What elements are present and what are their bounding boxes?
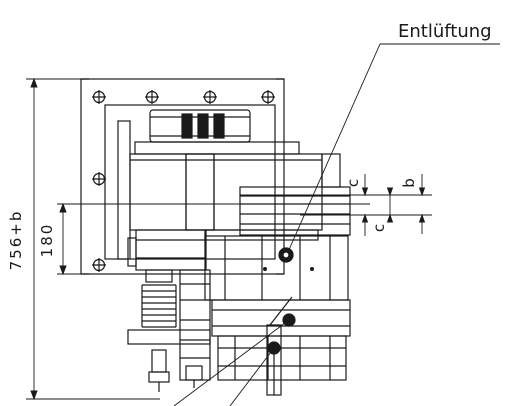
bottom-bolts — [148, 349, 203, 392]
vent-fitting — [266, 296, 296, 396]
dim-c-top-label: c — [344, 179, 362, 187]
gearbox — [204, 235, 349, 301]
mounting-plate — [80, 78, 285, 275]
vent-leader — [287, 43, 500, 253]
vent-label: Entlüftung — [398, 21, 492, 42]
motor-body — [129, 153, 323, 241]
dim-overall-height — [26, 77, 160, 401]
dim-c-b-c — [240, 174, 432, 236]
dim-b-label: b — [400, 178, 418, 188]
bottom-leaders — [173, 319, 290, 406]
spring — [141, 269, 177, 328]
dim-c-bottom-label: c — [370, 224, 388, 232]
dim-offset — [57, 202, 370, 276]
overall-height-label: 756+b — [7, 210, 25, 271]
offset-label: 180 — [38, 223, 56, 258]
right-housing — [239, 153, 351, 236]
spindle-column — [127, 229, 211, 381]
